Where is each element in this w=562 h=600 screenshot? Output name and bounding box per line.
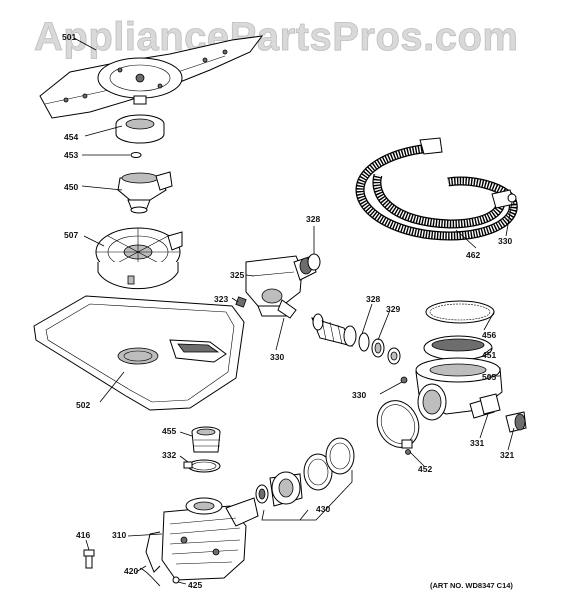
sump-housing-part[interactable]	[415, 357, 503, 421]
watermark: AppliancePartsPros.com	[34, 15, 519, 59]
callout-502: 502	[76, 400, 90, 410]
sump-clamp-part[interactable]	[423, 335, 493, 361]
check-valve-part[interactable]	[505, 411, 527, 433]
callout-430: 430	[316, 504, 330, 514]
hub-part[interactable]	[117, 171, 173, 214]
leader-lines	[73, 37, 515, 585]
callout-310: 310	[112, 530, 126, 540]
connector-gasket-part[interactable]	[358, 332, 370, 352]
drain-hose-part[interactable]	[355, 137, 518, 241]
callout-labels: 501 454 453 450 507 502 328 325 323 330 …	[62, 32, 514, 590]
art-number: (ART NO. WD8347 C14)	[430, 581, 513, 590]
wire-harness-part[interactable]	[139, 567, 161, 587]
callout-462: 462	[466, 250, 480, 260]
elbow-fitting-part[interactable]	[387, 347, 401, 365]
ring-part[interactable]	[115, 114, 165, 144]
callout-501: 501	[62, 32, 76, 42]
sump-band-part[interactable]	[370, 394, 427, 455]
pump-motor-part[interactable]	[145, 497, 259, 581]
callout-330-valve: 330	[270, 352, 284, 362]
callout-331: 331	[470, 438, 484, 448]
callout-453: 453	[64, 150, 78, 160]
seal-kit-part[interactable]	[255, 437, 355, 507]
filter-screen-part[interactable]	[95, 227, 183, 290]
o-ring-part[interactable]	[130, 152, 142, 158]
callout-425: 425	[188, 580, 202, 590]
grommet-part[interactable]	[172, 576, 180, 584]
callout-507: 507	[64, 230, 78, 240]
sump-tray-part[interactable]	[33, 295, 245, 411]
seal-ring-part[interactable]	[307, 253, 321, 271]
hose-clamp-part[interactable]	[183, 459, 221, 473]
clamp-screw-part[interactable]	[400, 376, 408, 384]
callout-420: 420	[124, 566, 138, 576]
callout-328-top: 328	[306, 214, 320, 224]
callout-321: 321	[500, 450, 514, 460]
drain-outlet-part[interactable]	[479, 393, 501, 415]
diverter-part[interactable]	[191, 426, 221, 453]
connector-coupling-part[interactable]	[371, 338, 385, 358]
callout-330-sump: 330	[352, 390, 366, 400]
callout-452: 452	[418, 464, 432, 474]
callout-416: 416	[76, 530, 90, 540]
screw-part[interactable]	[83, 549, 95, 569]
callout-325: 325	[230, 270, 244, 280]
callout-454: 454	[64, 132, 78, 142]
callout-330-hose: 330	[498, 236, 512, 246]
small-nut-part[interactable]	[235, 296, 247, 308]
spray-arm-part[interactable]	[39, 35, 264, 119]
callout-329: 329	[386, 304, 400, 314]
valve-part[interactable]	[245, 255, 317, 319]
callout-505: 505	[482, 372, 496, 382]
callout-450: 450	[64, 182, 78, 192]
callout-455: 455	[162, 426, 176, 436]
sump-seal-part[interactable]	[425, 300, 495, 324]
callout-332: 332	[162, 450, 176, 460]
callout-456: 456	[482, 330, 496, 340]
callout-328-mid: 328	[366, 294, 380, 304]
hose-connector-part[interactable]	[311, 313, 357, 347]
callout-323: 323	[214, 294, 228, 304]
callout-451: 451	[482, 350, 496, 360]
